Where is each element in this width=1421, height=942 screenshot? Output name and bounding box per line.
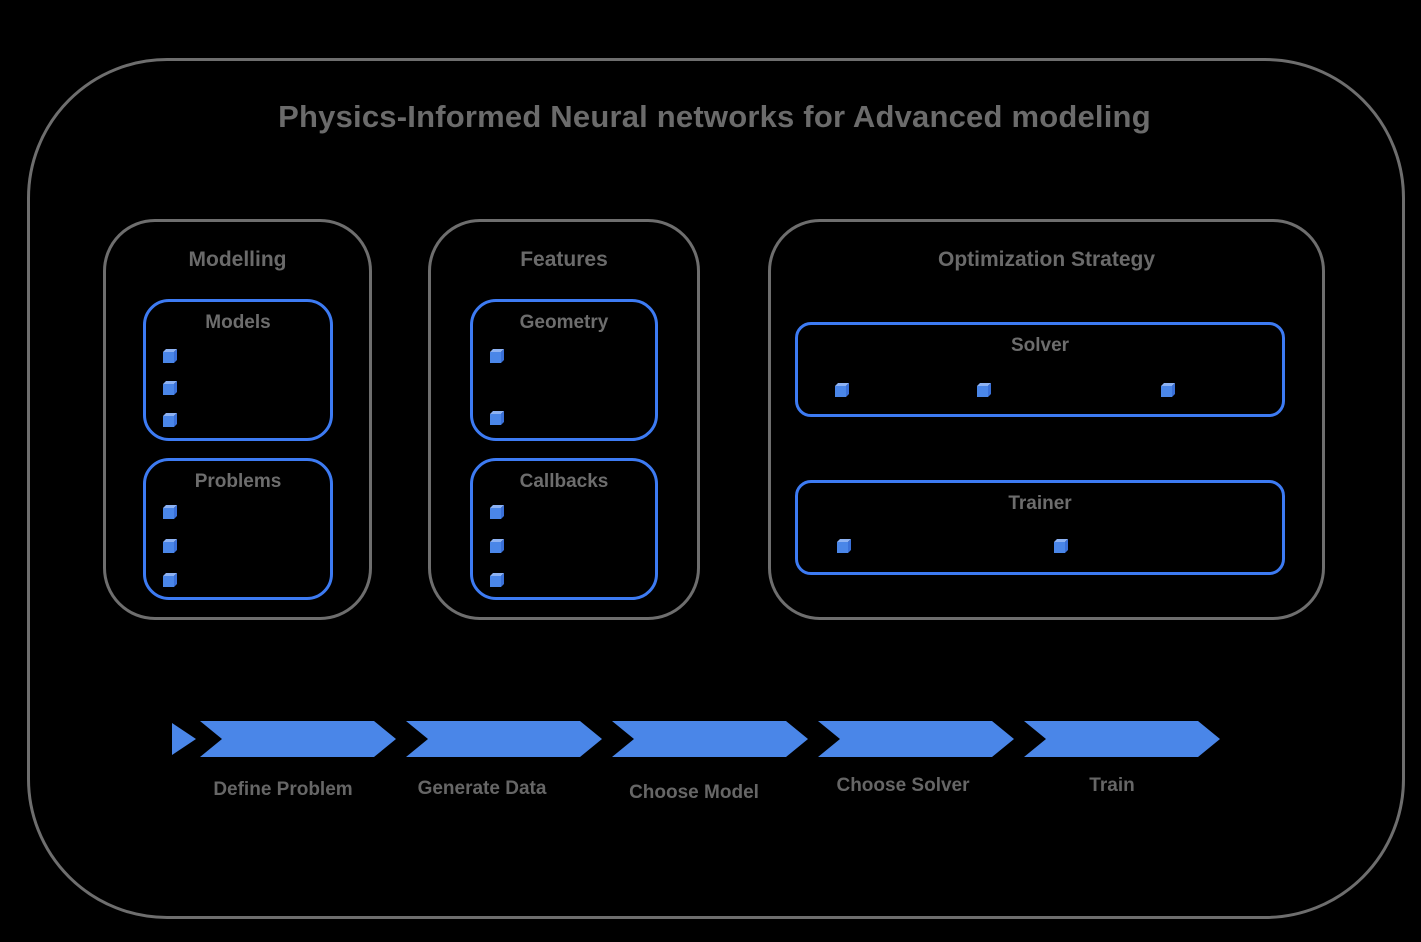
chevron-segment [818, 721, 1014, 757]
diagram-title: Physics-Informed Neural networks for Adv… [278, 99, 1151, 134]
cube-bullet-icon [490, 411, 504, 425]
cube-bullet-icon [489, 538, 505, 554]
group-title-modelling: Modelling [188, 248, 287, 271]
flow-step-label: Choose Model [629, 782, 759, 803]
cube-bullet-icon [162, 538, 178, 554]
outer-container [27, 58, 1405, 919]
cube-bullet-icon [489, 410, 505, 426]
chevron-segment [1024, 721, 1220, 757]
chevron-segment [406, 721, 602, 757]
sub-box-models: Models [143, 299, 333, 441]
sub-box-solver: Solver [795, 322, 1285, 417]
process-arrow [172, 721, 1220, 757]
cube-bullet-icon [834, 382, 850, 398]
cube-bullet-icon [489, 572, 505, 588]
cube-bullet-icon [163, 573, 177, 587]
sub-box-trainer: Trainer [795, 480, 1285, 575]
chevron-segment [200, 721, 396, 757]
cube-bullet-icon [490, 539, 504, 553]
cube-bullet-icon [490, 573, 504, 587]
sub-box-geometry: Geometry [470, 299, 658, 441]
cube-bullet-icon [163, 349, 177, 363]
sub-box-callbacks: Callbacks [470, 458, 658, 600]
cube-bullet-icon [162, 572, 178, 588]
bullet-list [489, 504, 505, 588]
sub-box-title-trainer: Trainer [1008, 493, 1072, 514]
cube-bullet-icon [1161, 383, 1175, 397]
flow-step-label: Define Problem [213, 779, 353, 800]
arrow-start-icon [172, 723, 196, 755]
flow-step-label: Train [1089, 775, 1135, 796]
bullet-list [162, 348, 178, 428]
cube-bullet-icon [1160, 382, 1176, 398]
bullet-list [489, 348, 505, 426]
cube-bullet-icon [490, 349, 504, 363]
cube-bullet-icon [163, 381, 177, 395]
cube-bullet-icon [489, 504, 505, 520]
cube-bullet-icon [1054, 539, 1068, 553]
group-title-optimization-strategy: Optimization Strategy [937, 248, 1156, 271]
sub-box-title-models: Models [205, 312, 271, 333]
cube-bullet-icon [163, 539, 177, 553]
flow-step-label: Choose Solver [836, 775, 970, 796]
flow-step-label: Generate Data [417, 778, 547, 799]
cube-bullet-icon [162, 412, 178, 428]
cube-bullet-icon [163, 413, 177, 427]
chevron-segment [612, 721, 808, 757]
cube-bullet-icon [163, 505, 177, 519]
sub-box-title-solver: Solver [1010, 335, 1070, 356]
group-box-modelling: Modelling [103, 219, 372, 620]
sub-box-title-geometry: Geometry [519, 312, 609, 333]
sub-box-title-problems: Problems [194, 471, 282, 492]
cube-bullet-icon [977, 383, 991, 397]
cube-bullet-icon [836, 538, 852, 554]
cube-bullet-icon [162, 380, 178, 396]
group-title-features: Features [520, 248, 608, 271]
cube-bullet-icon [490, 505, 504, 519]
sub-box-problems: Problems [143, 458, 333, 600]
cube-bullet-icon [835, 383, 849, 397]
cube-bullet-icon [976, 382, 992, 398]
group-box-optimization-strategy: Optimization Strategy [768, 219, 1325, 620]
cube-bullet-icon [837, 539, 851, 553]
cube-bullet-icon [162, 504, 178, 520]
cube-bullet-icon [489, 348, 505, 364]
group-box-features: Features [428, 219, 700, 620]
sub-box-title-callbacks: Callbacks [519, 471, 609, 492]
bullet-list [162, 504, 178, 588]
cube-bullet-icon [162, 348, 178, 364]
cube-bullet-icon [1053, 538, 1069, 554]
